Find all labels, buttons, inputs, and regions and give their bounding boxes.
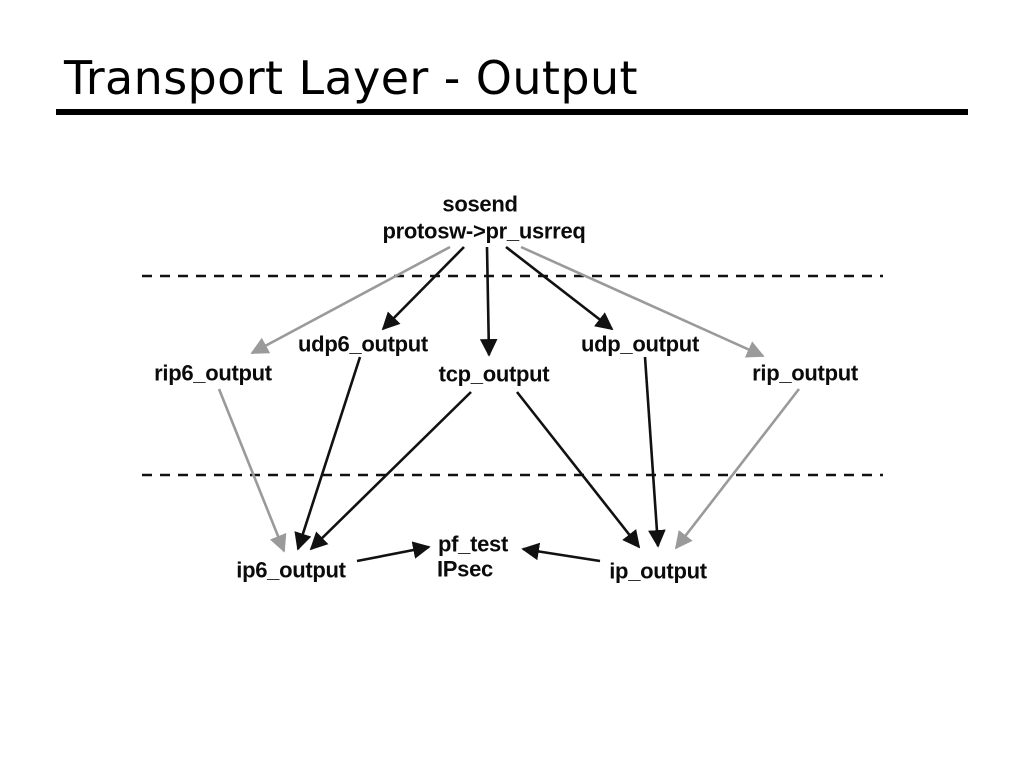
- node-rip6-output: rip6_output: [154, 360, 272, 386]
- slide-title: Transport Layer - Output: [64, 51, 638, 105]
- edge-protosw-pr-usrreq-to-udp-output: [505, 245, 614, 331]
- node-ipsec: IPsec: [437, 556, 493, 582]
- edge-tcp-output-to-ip-output: [515, 391, 641, 549]
- edge-udp-output-to-ip-output: [643, 356, 666, 548]
- edge-rip6-output-to-ip6-output: [217, 388, 287, 553]
- edge-udp6-output-to-ip6-output: [294, 356, 362, 551]
- layer-separators: [142, 274, 883, 477]
- node-rip-output: rip_output: [752, 360, 858, 386]
- edge-tcp-output-to-ip6-output: [309, 391, 472, 551]
- edge-rip-output-to-ip-output: [674, 388, 801, 550]
- edge-protosw-pr-usrreq-to-tcp-output: [479, 246, 498, 357]
- node-ip6-output: ip6_output: [236, 557, 346, 583]
- edge-protosw-pr-usrreq-to-udp6-output: [381, 246, 465, 331]
- edge-protosw-pr-usrreq-to-rip-output: [520, 245, 765, 358]
- node-ip-output: ip_output: [609, 558, 707, 584]
- call-arrows: [217, 245, 801, 563]
- edge-ip6-output-to-pf-test: [356, 541, 431, 563]
- edge-ip-output-to-pf-test: [521, 542, 601, 563]
- title-underline: [56, 109, 968, 115]
- node-udp-output: udp_output: [581, 331, 699, 357]
- node-tcp-output: tcp_output: [438, 361, 550, 387]
- edge-protosw-pr-usrreq-to-rip6-output: [250, 245, 451, 355]
- node-pf-test: pf_test: [437, 531, 509, 557]
- node-sosend: sosend: [442, 191, 518, 217]
- node-udp6-output: udp6_output: [298, 331, 428, 357]
- node-protosw-pr-usrreq: protosw->pr_usrreq: [382, 218, 586, 244]
